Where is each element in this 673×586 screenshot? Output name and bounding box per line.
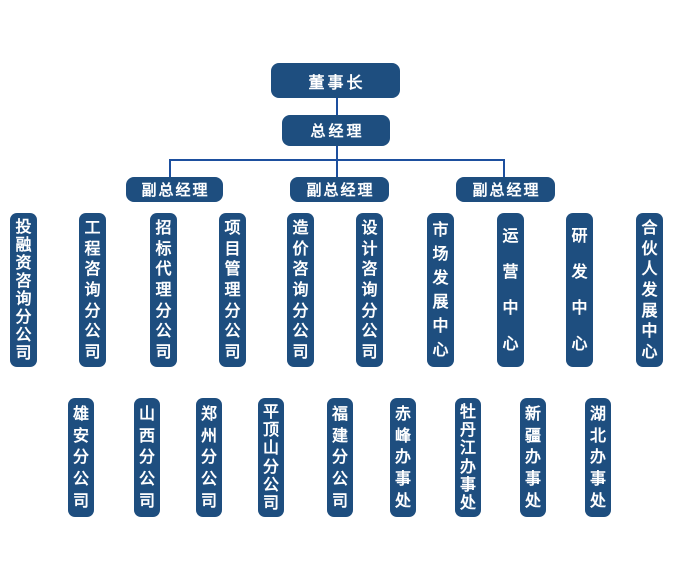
node-department-8-label: 运营中心: [502, 226, 519, 353]
node-branch-3-label: 郑州分公司: [200, 403, 217, 511]
node-branch-8: 新疆办事处: [520, 398, 546, 517]
node-department-8: 运营中心: [497, 213, 524, 367]
node-branch-4: 平顶山分公司: [258, 398, 284, 517]
node-branch-5-label: 福建分公司: [331, 403, 348, 511]
node-department-1-label: 投融资咨询分公司: [15, 217, 32, 362]
node-branch-7: 牡丹江办事处: [455, 398, 481, 517]
node-branch-2-label: 山西分公司: [138, 403, 155, 511]
node-department-6-label: 设计咨询分公司: [361, 218, 378, 361]
node-department-9-label: 研发中心: [571, 226, 588, 353]
node-department-10: 合伙人发展中心: [636, 213, 663, 367]
node-branch-4-label: 平顶山分公司: [262, 402, 279, 512]
node-branch-3: 郑州分公司: [196, 398, 222, 517]
node-branch-6-label: 赤峰办事处: [394, 403, 411, 511]
node-chairman: 董事长: [271, 63, 400, 98]
node-department-4-label: 项目管理分公司: [224, 218, 241, 361]
node-department-2: 工程咨询分公司: [79, 213, 106, 367]
node-deputy-general-manager-3: 副总经理: [456, 177, 555, 202]
node-department-2-label: 工程咨询分公司: [84, 218, 101, 361]
node-department-7-label: 市场发展中心: [432, 220, 449, 359]
connector-gm-drop: [336, 146, 338, 177]
node-branch-9-label: 湖北办事处: [589, 403, 606, 511]
node-department-5: 造价咨询分公司: [287, 213, 314, 367]
node-branch-2: 山西分公司: [134, 398, 160, 517]
node-department-5-label: 造价咨询分公司: [292, 218, 309, 361]
node-department-6: 设计咨询分公司: [356, 213, 383, 367]
node-department-3-label: 招标代理分公司: [155, 218, 172, 361]
node-deputy-general-manager-1: 副总经理: [126, 177, 223, 202]
node-branch-5: 福建分公司: [327, 398, 353, 517]
connector-deputy3-drop: [503, 159, 505, 177]
node-department-3: 招标代理分公司: [150, 213, 177, 367]
node-branch-6: 赤峰办事处: [390, 398, 416, 517]
node-general-manager: 总经理: [282, 115, 390, 146]
node-branch-9: 湖北办事处: [585, 398, 611, 517]
connector-deputy1-drop: [169, 159, 171, 177]
node-department-4: 项目管理分公司: [219, 213, 246, 367]
node-deputy-general-manager-2: 副总经理: [290, 177, 389, 202]
node-department-9: 研发中心: [566, 213, 593, 367]
node-branch-8-label: 新疆办事处: [524, 403, 541, 511]
connector-deputies-horizontal: [169, 159, 505, 161]
node-department-10-label: 合伙人发展中心: [641, 218, 658, 361]
node-branch-1: 雄安分公司: [68, 398, 94, 517]
connector-chairman-gm: [336, 98, 338, 116]
node-department-1: 投融资咨询分公司: [10, 213, 37, 367]
node-branch-7-label: 牡丹江办事处: [459, 402, 476, 512]
node-branch-1-label: 雄安分公司: [72, 403, 89, 511]
node-department-7: 市场发展中心: [427, 213, 454, 367]
